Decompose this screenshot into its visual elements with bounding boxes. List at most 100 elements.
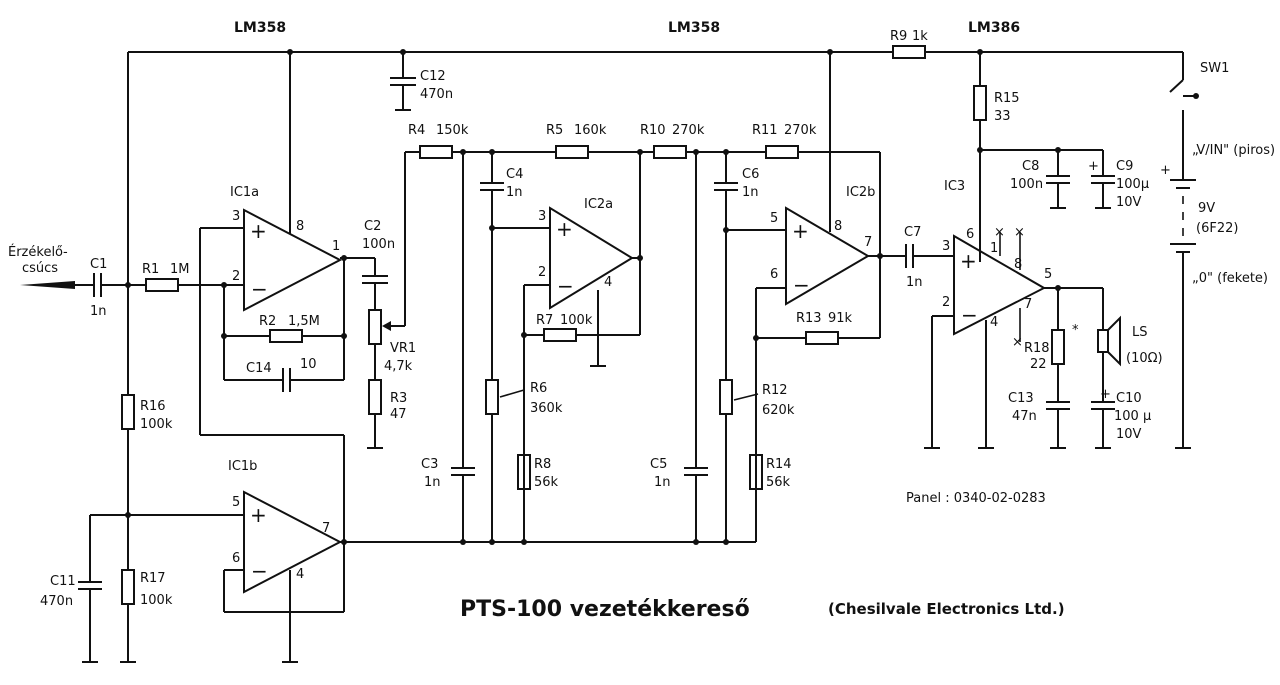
c5-name: C5 bbox=[650, 457, 667, 472]
supply-rail bbox=[128, 45, 1183, 59]
svg-text:−: − bbox=[251, 277, 268, 301]
svg-text:4: 4 bbox=[990, 315, 998, 330]
resistor-r8 bbox=[517, 454, 531, 490]
input-label-line2: csúcs bbox=[22, 261, 58, 276]
svg-text:1: 1 bbox=[990, 241, 998, 256]
c4-value: 1n bbox=[506, 185, 523, 200]
resistor-r11 bbox=[765, 145, 799, 159]
panel-number: Panel : 0340-02-0283 bbox=[906, 491, 1046, 506]
r9-name: R9 bbox=[890, 29, 907, 44]
capacitor-c12 bbox=[390, 52, 416, 111]
svg-text:7: 7 bbox=[1024, 297, 1032, 312]
ic2a-label: IC2a bbox=[584, 197, 613, 212]
svg-text:×: × bbox=[994, 225, 1005, 240]
c3-name: C3 bbox=[421, 457, 438, 472]
c9-value: 100µ bbox=[1116, 177, 1149, 192]
vr1-value: 4,7k bbox=[384, 359, 413, 374]
r3-name: R3 bbox=[390, 391, 407, 406]
r7-name: R7 bbox=[536, 313, 553, 328]
potentiometer-r6 bbox=[485, 379, 499, 415]
c14-name: C14 bbox=[246, 361, 272, 376]
r10-name: R10 bbox=[640, 123, 666, 138]
c4-name: C4 bbox=[506, 167, 523, 182]
r15-value: 33 bbox=[994, 109, 1011, 124]
resistor-r1 bbox=[145, 278, 179, 292]
r9-value: 1k bbox=[912, 29, 928, 44]
r4-name: R4 bbox=[408, 123, 425, 138]
sw1-label: SW1 bbox=[1200, 61, 1229, 76]
c1-name: C1 bbox=[90, 257, 107, 272]
r11-name: R11 bbox=[752, 123, 778, 138]
c2-value: 100n bbox=[362, 237, 395, 252]
ls-name: LS bbox=[1132, 325, 1148, 340]
c11-name: C11 bbox=[50, 574, 76, 589]
opamp-ic2a bbox=[549, 206, 634, 310]
svg-text:×: × bbox=[1012, 335, 1023, 350]
diagram-title: PTS-100 vezetékkereső bbox=[460, 597, 750, 622]
svg-text:+: + bbox=[250, 503, 267, 527]
vr1-name: VR1 bbox=[390, 341, 416, 356]
switch-sw1 bbox=[1169, 79, 1184, 93]
chip-label-ic2: LM358 bbox=[668, 20, 720, 36]
svg-text:6: 6 bbox=[966, 227, 974, 242]
r11-value: 270k bbox=[784, 123, 817, 138]
svg-text:−: − bbox=[251, 559, 268, 583]
svg-text:8: 8 bbox=[296, 219, 304, 234]
resistor-r10 bbox=[653, 145, 687, 159]
svg-text:+: + bbox=[556, 217, 573, 241]
battery-voltage: 9V bbox=[1198, 201, 1215, 216]
r15-name: R15 bbox=[994, 91, 1020, 106]
svg-text:−: − bbox=[557, 274, 574, 298]
resistor-r15 bbox=[973, 85, 987, 121]
capacitor-c1 bbox=[93, 273, 102, 297]
c11-value: 470n bbox=[40, 594, 73, 609]
r6-value: 360k bbox=[530, 401, 563, 416]
probe-tip-arrow bbox=[20, 281, 75, 289]
svg-text:8: 8 bbox=[1014, 257, 1022, 272]
c12-value: 470n bbox=[420, 87, 453, 102]
manufacturer-label: (Chesilvale Electronics Ltd.) bbox=[828, 600, 1065, 618]
r14-value: 56k bbox=[766, 475, 791, 490]
resistor-r3 bbox=[368, 379, 382, 415]
c9-voltage: 10V bbox=[1116, 195, 1142, 210]
opamp-ic2b bbox=[785, 206, 870, 306]
svg-text:2: 2 bbox=[538, 265, 546, 280]
r18-value: 22 bbox=[1030, 357, 1047, 372]
ic3-label: IC3 bbox=[944, 179, 965, 194]
ic1a-label: IC1a bbox=[230, 185, 259, 200]
r14-name: R14 bbox=[766, 457, 792, 472]
svg-text:2: 2 bbox=[942, 295, 950, 310]
r1-name: R1 bbox=[142, 262, 159, 277]
r17-value: 100k bbox=[140, 593, 173, 608]
r13-value: 91k bbox=[828, 311, 853, 326]
r12-name: R12 bbox=[762, 383, 788, 398]
resistor-r2 bbox=[269, 329, 303, 343]
c10-value: 100 µ bbox=[1114, 409, 1151, 424]
potentiometer-vr1 bbox=[368, 309, 382, 345]
c10-voltage: 10V bbox=[1116, 427, 1142, 442]
svg-text:5: 5 bbox=[770, 211, 778, 226]
svg-text:3: 3 bbox=[232, 209, 240, 224]
c2-name: C2 bbox=[364, 219, 381, 234]
r8-name: R8 bbox=[534, 457, 551, 472]
r12-value: 620k bbox=[762, 403, 795, 418]
svg-text:3: 3 bbox=[942, 239, 950, 254]
c10-name: C10 bbox=[1116, 391, 1142, 406]
resistor-r5 bbox=[555, 145, 589, 159]
r16-value: 100k bbox=[140, 417, 173, 432]
r10-value: 270k bbox=[672, 123, 705, 138]
battery-plus-label: „V/IN" (piros) bbox=[1192, 143, 1275, 158]
c6-name: C6 bbox=[742, 167, 759, 182]
svg-text:1: 1 bbox=[332, 239, 340, 254]
r2-value: 1,5M bbox=[288, 314, 320, 329]
c13-value: 47n bbox=[1012, 409, 1037, 424]
svg-text:−: − bbox=[793, 273, 810, 297]
resistor-r18 bbox=[1051, 329, 1065, 365]
svg-text:5: 5 bbox=[1044, 267, 1052, 282]
r2-name: R2 bbox=[259, 314, 276, 329]
svg-text:×: × bbox=[1014, 225, 1025, 240]
svg-text:4: 4 bbox=[604, 275, 612, 290]
chip-label-ic3: LM386 bbox=[968, 20, 1020, 36]
loudspeaker-ls bbox=[1097, 329, 1109, 353]
chip-label-ic1: LM358 bbox=[234, 20, 286, 36]
